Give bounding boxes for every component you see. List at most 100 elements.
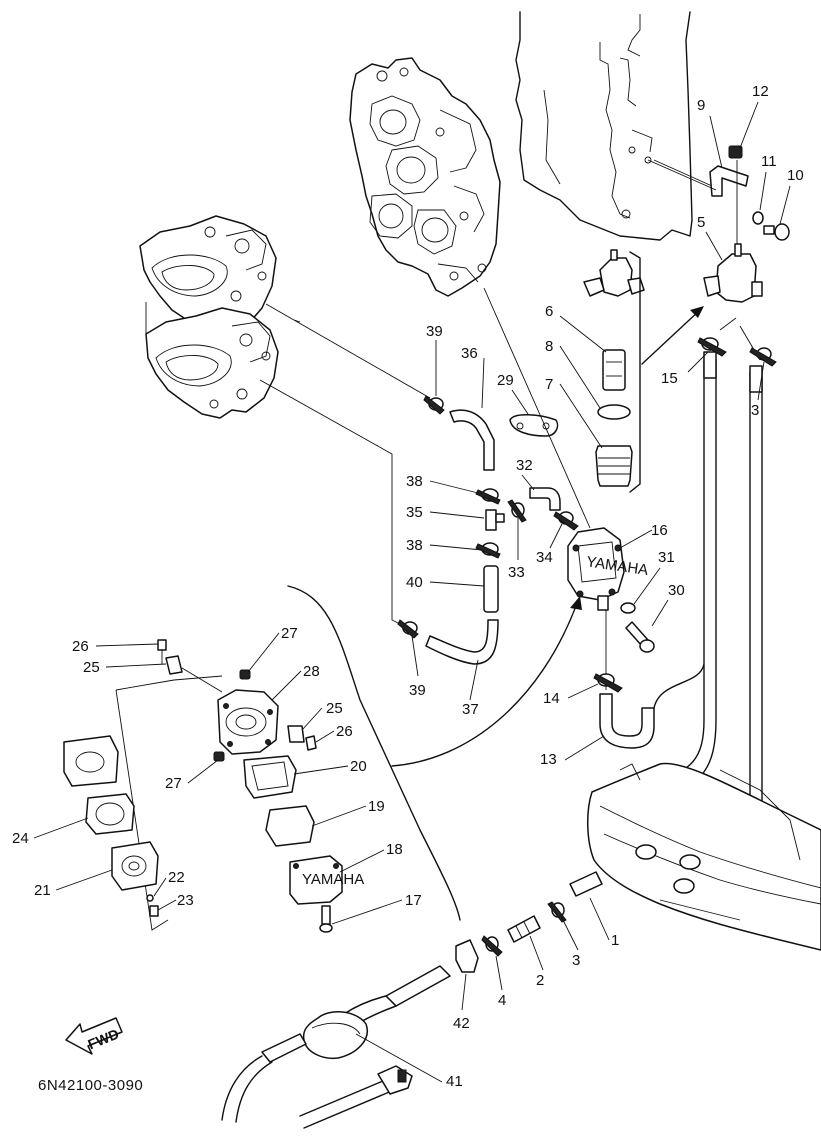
- leader-line: [529, 935, 544, 971]
- callout-labels: 1 2 3 3 4 5 6 7 8 9 10 11 12 13 14 15 16…: [12, 83, 804, 1090]
- leader-line: [311, 805, 367, 827]
- callout-9: 9: [697, 97, 705, 114]
- callout-30: 30: [668, 582, 685, 599]
- valve-plate-21: [111, 841, 159, 891]
- callout-19: 19: [368, 798, 385, 815]
- callout-32: 32: [516, 457, 533, 474]
- callout-39: 39: [409, 682, 426, 699]
- leader-line: [589, 897, 610, 941]
- callout-33: 33: [508, 564, 525, 581]
- leader-line: [561, 917, 579, 951]
- gasket-20: [243, 755, 297, 799]
- callout-2: 2: [536, 972, 544, 989]
- leader-line: [705, 231, 723, 261]
- callout-20: 20: [350, 758, 367, 775]
- fuel-filter-exploded: [583, 145, 790, 493]
- diagram-code: 6N42100-3090: [38, 1077, 143, 1094]
- primer-bulb-hose: [221, 965, 451, 1129]
- leader-line: [619, 529, 653, 549]
- leader-line: [271, 670, 302, 701]
- hose-40: [483, 565, 499, 613]
- callout-40: 40: [406, 574, 423, 591]
- leader-line: [567, 683, 599, 699]
- callout-38: 38: [406, 473, 423, 490]
- leader-line: [495, 955, 503, 991]
- leader-line: [759, 171, 767, 211]
- leader-line: [511, 389, 529, 415]
- callout-28: 28: [303, 663, 320, 680]
- fuel-pump: YAMAHA: [567, 527, 655, 653]
- leader-line: [105, 663, 167, 668]
- leader-line: [779, 185, 791, 225]
- hose-1: [569, 871, 603, 897]
- fuel-pump-exploded: YAMAHA: [63, 639, 364, 933]
- leader-line: [429, 480, 483, 495]
- carburetor-assembly: [139, 215, 279, 419]
- callout-11: 11: [761, 153, 777, 170]
- clamp-38-upper: [475, 488, 501, 505]
- callout-15: 15: [661, 370, 678, 387]
- leader-line: [355, 1033, 443, 1083]
- callout-27: 27: [281, 625, 298, 642]
- callout-18: 18: [386, 841, 403, 858]
- callout-39: 39: [426, 323, 443, 340]
- leader-line: [559, 383, 603, 449]
- pump-detail-arrow: [391, 605, 577, 767]
- callout-3: 3: [751, 402, 759, 419]
- clamp-34: [553, 511, 579, 531]
- clamp-15: [697, 337, 727, 357]
- leader-line: [293, 765, 349, 775]
- leader-line: [651, 599, 669, 627]
- callout-21: 21: [34, 882, 51, 899]
- leader-line: [301, 707, 323, 731]
- hose-clamps: [397, 337, 777, 957]
- gasket-ring: [85, 793, 135, 835]
- leader-line: [247, 632, 280, 673]
- fuel-filter-assembled: [715, 253, 757, 303]
- callout-42: 42: [453, 1015, 470, 1032]
- leader-line: [157, 899, 177, 911]
- callout-38: 38: [406, 537, 423, 554]
- gasket-29: [509, 414, 559, 437]
- callout-26: 26: [336, 723, 353, 740]
- leader-line: [739, 101, 759, 149]
- callout-8: 8: [545, 338, 553, 355]
- callout-4: 4: [498, 992, 506, 1009]
- leader-line: [481, 357, 485, 409]
- leader-line: [633, 567, 661, 605]
- clamp-39-lower: [397, 619, 419, 639]
- pump-body: [217, 689, 279, 755]
- cover-brand-label: YAMAHA: [302, 871, 364, 888]
- callout-14: 14: [543, 690, 560, 707]
- filter-head: [599, 257, 633, 297]
- callout-10: 10: [787, 167, 804, 184]
- leader-line: [411, 635, 419, 677]
- callout-16: 16: [651, 522, 668, 539]
- callout-12: 12: [752, 83, 769, 100]
- leader-line: [559, 345, 601, 409]
- leader-line: [187, 759, 219, 784]
- joint-35: [485, 509, 497, 531]
- callout-25: 25: [326, 700, 343, 717]
- clamp-33: [507, 499, 527, 523]
- leader-line: [559, 315, 607, 353]
- diaphragm-19: [265, 805, 315, 847]
- plate-24: [63, 735, 119, 787]
- callout-24: 24: [12, 830, 29, 847]
- callout-13: 13: [540, 751, 557, 768]
- leader-line: [521, 474, 535, 491]
- leader-line: [315, 730, 335, 743]
- leader-line: [55, 869, 113, 891]
- pump-cover-18: [289, 855, 343, 905]
- callout-17: 17: [405, 892, 422, 909]
- o-ring: [597, 404, 631, 420]
- callout-36: 36: [461, 345, 478, 362]
- leader-line: [429, 581, 485, 587]
- callout-22: 22: [168, 869, 185, 886]
- leader-line: [33, 817, 89, 839]
- hose-37: [425, 619, 499, 665]
- leader-line: [95, 643, 159, 647]
- callout-35: 35: [406, 504, 423, 521]
- clamp-39-upper: [423, 395, 445, 415]
- callout-31: 31: [658, 549, 675, 566]
